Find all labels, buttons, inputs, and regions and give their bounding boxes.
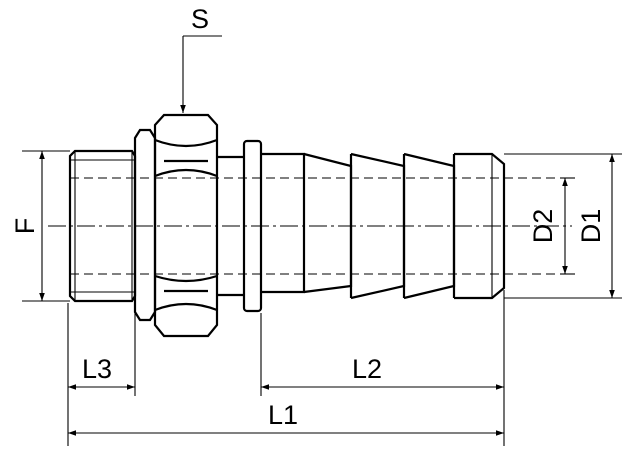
- label-l2: L2: [352, 354, 382, 384]
- label-d1: D1: [576, 209, 606, 244]
- dimension-d2: D2: [528, 177, 575, 275]
- thread-collar: [133, 128, 157, 322]
- dimension-l1: L1: [68, 400, 504, 436]
- label-l1: L1: [268, 400, 298, 430]
- hex-nut: [153, 113, 219, 338]
- label-l3: L3: [82, 354, 112, 384]
- shoulder: [217, 155, 244, 297]
- bore-hidden-lines: [70, 177, 560, 275]
- dimension-d1: D1: [504, 153, 622, 299]
- dimension-s: S: [180, 4, 222, 113]
- dimension-f: F: [10, 150, 70, 302]
- length-extension-lines: [67, 290, 505, 446]
- dimension-l2: L2: [261, 354, 504, 390]
- dimension-l3: L3: [68, 354, 135, 390]
- label-f: F: [10, 218, 40, 235]
- threaded-end: [68, 149, 137, 303]
- label-s: S: [191, 4, 209, 34]
- label-d2: D2: [528, 209, 558, 244]
